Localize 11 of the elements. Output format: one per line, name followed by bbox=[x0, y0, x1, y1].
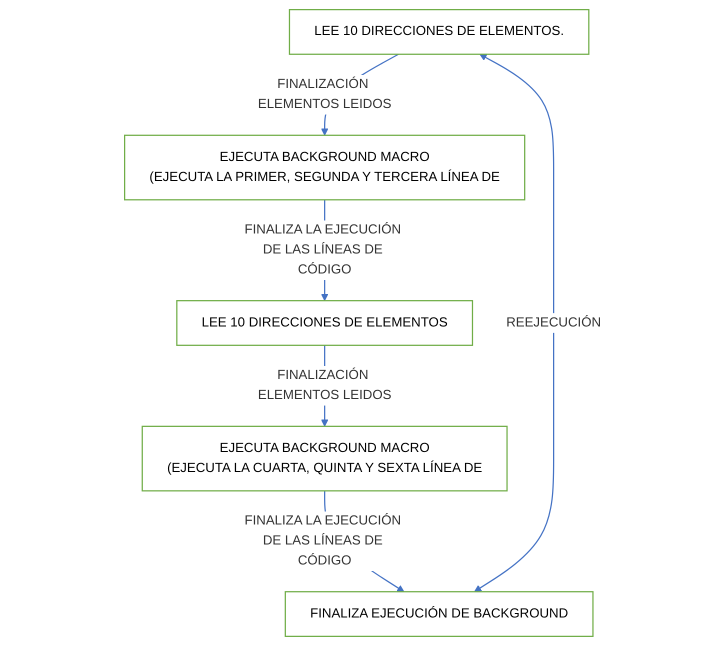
node-box: EJECUTA BACKGROUND MACRO (EJECUTA LA CUARTA, QUINTA Y SEXTA LÍNEA DE bbox=[141, 425, 508, 491]
edge-label: REEJECUCIÓN bbox=[506, 315, 601, 330]
node-box: FINALIZA EJECUCIÓN DE BACKGROUND bbox=[284, 590, 594, 636]
edge-label: FINALIZACIÓN ELEMENTOS LEIDOS bbox=[258, 368, 392, 402]
edge-label: FINALIZA LA EJECUCIÓN DE LAS LÍNEAS DE CÓDIGO bbox=[244, 513, 401, 568]
edge-label: FINALIZACIÓN ELEMENTOS LEIDOS bbox=[258, 76, 392, 111]
node-box: EJECUTA BACKGROUND MACRO (EJECUTA LA PRIMER, SEGUNDA Y TERCERA LÍNEA DE bbox=[124, 134, 525, 200]
edge-label: FINALIZA LA EJECUCIÓN DE LAS LÍNEAS DE CÓDIGO bbox=[244, 222, 401, 276]
arrow bbox=[474, 53, 554, 592]
node-box: LEE 10 DIRECCIONES DE ELEMENTOS bbox=[176, 300, 473, 346]
node-box: LEE 10 DIRECCIONES DE ELEMENTOS. bbox=[288, 8, 590, 54]
